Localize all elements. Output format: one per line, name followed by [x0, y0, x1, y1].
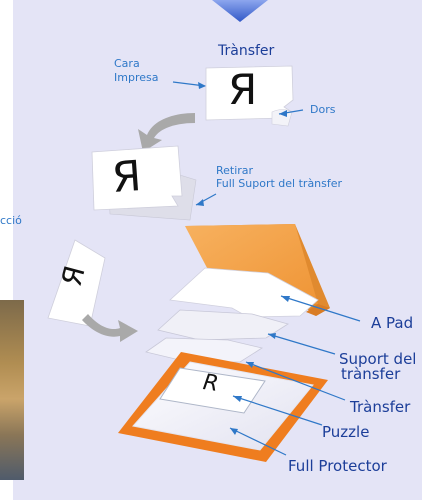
label-a-pad: A Pad — [371, 316, 413, 331]
label-dors: Dors — [310, 104, 335, 115]
card-glyph-top: Я — [228, 69, 257, 111]
label-left-cut: cció — [0, 215, 22, 226]
label-full-suport: Full Suport del trànsfer — [216, 178, 342, 189]
puzzle-glyph: R — [202, 372, 220, 396]
transfer-card-middle — [92, 146, 196, 220]
card-glyph-middle: Я — [111, 155, 143, 199]
down-arrow-icon — [212, 0, 268, 22]
label-retirar: Retirar — [216, 165, 253, 176]
label-transfer-top: Trànsfer — [218, 44, 274, 58]
label-transfer-low: Trànsfer — [350, 400, 410, 415]
label-puzzle: Puzzle — [322, 425, 369, 440]
label-impresa: Impresa — [114, 72, 158, 83]
label-suport-transfer: trànsfer — [341, 367, 400, 382]
label-full-protector: Full Protector — [288, 459, 387, 474]
curved-arrow-icon — [138, 113, 195, 152]
right-arrow-icon — [82, 314, 138, 342]
label-cara: Cara — [114, 58, 140, 69]
